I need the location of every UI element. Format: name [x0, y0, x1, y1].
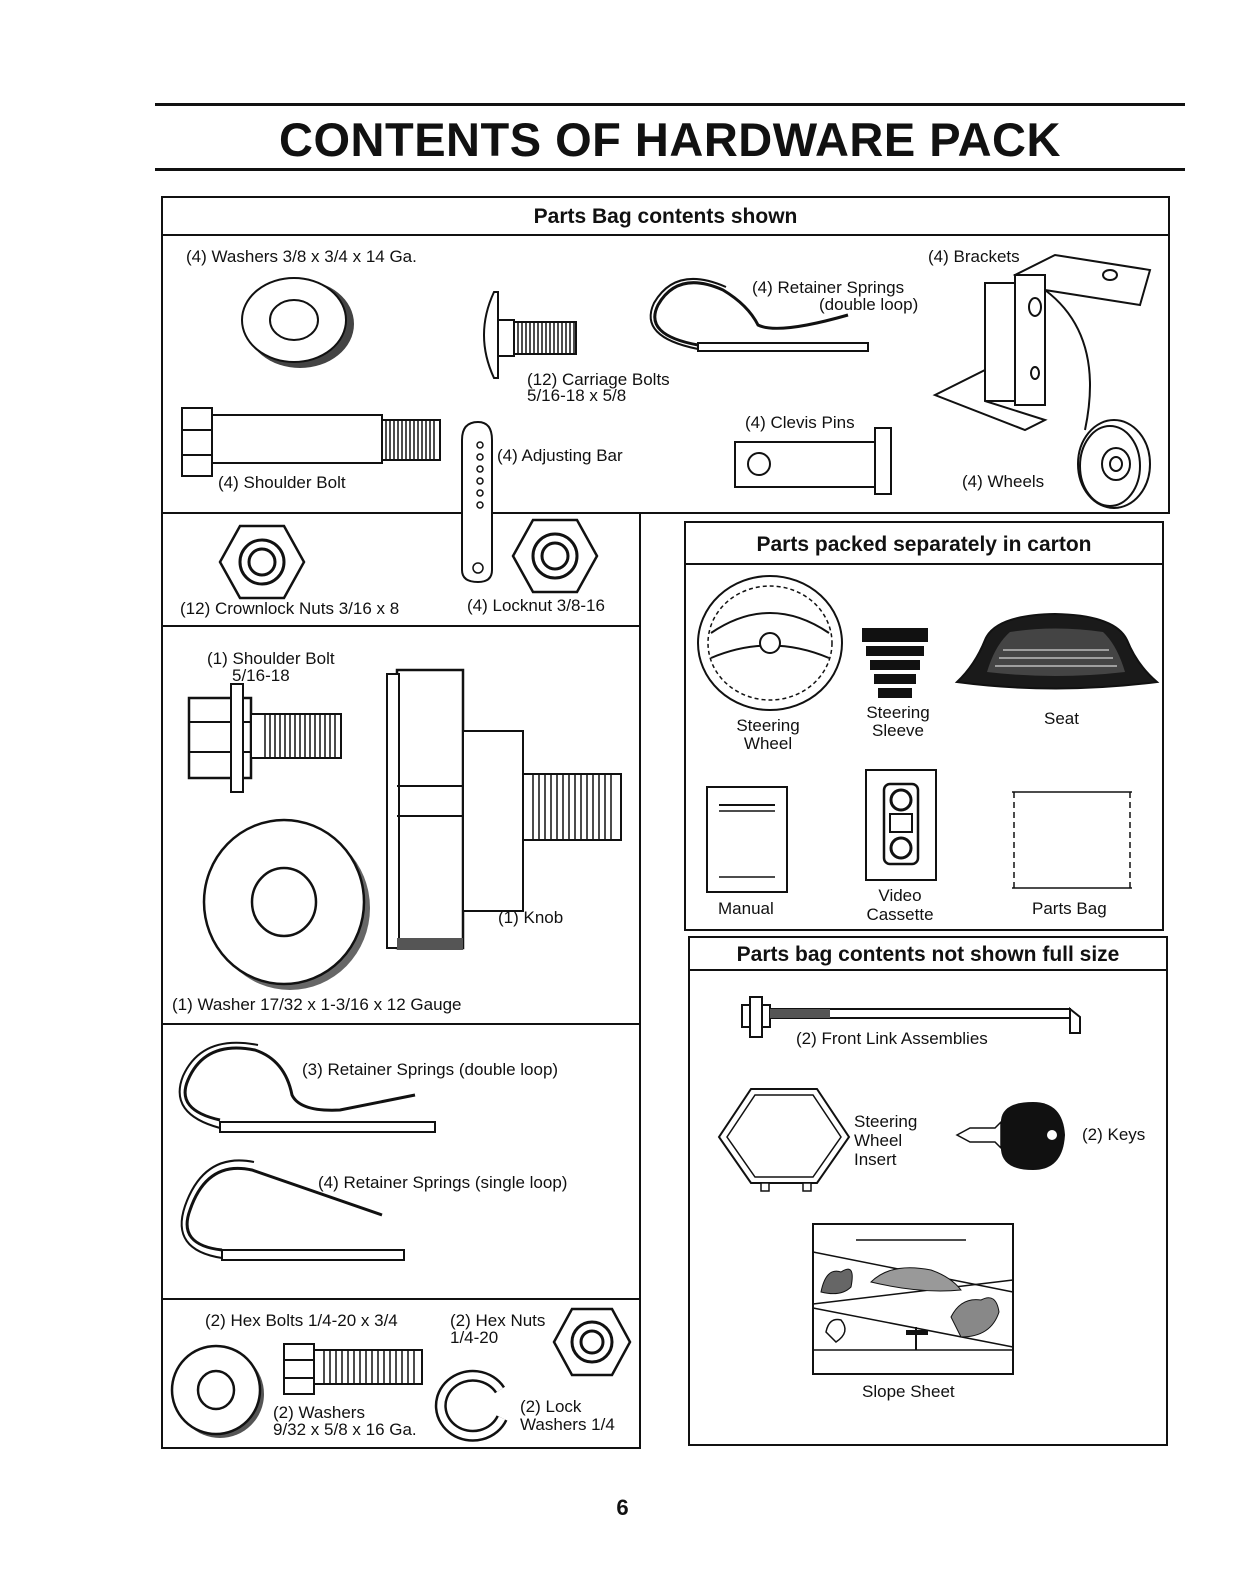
front-link-illustration — [741, 996, 1081, 1038]
steering-wheel-illustration — [697, 575, 843, 711]
clevis-pins-label: (4) Clevis Pins — [745, 413, 855, 432]
knob-illustration — [386, 668, 622, 950]
left-column-box — [161, 512, 641, 1449]
slope-sheet-label: Slope Sheet — [862, 1382, 955, 1401]
wheels-label: (4) Wheels — [962, 472, 1045, 491]
page-title: CONTENTS OF HARDWARE PACK — [279, 113, 1061, 166]
carriage-bolt-illustration — [483, 291, 577, 379]
large-washer-illustration — [202, 818, 370, 990]
insert-label-1: Steering — [854, 1112, 918, 1131]
single-washer-label: (1) Washer 17/32 x 1-3/16 x 12 Gauge — [172, 995, 462, 1014]
hex-nuts-size: 1/4-20 — [450, 1328, 499, 1347]
front-link-label: (2) Front Link Assemblies — [796, 1029, 988, 1048]
steering-sleeve-label-2: Sleeve — [872, 721, 924, 740]
not-full-size-header: Parts bag contents not shown full size — [736, 943, 1120, 966]
parts-bag-label: Parts Bag — [1032, 899, 1107, 918]
parts-bag-box — [161, 196, 1170, 514]
left-divider-1 — [161, 625, 641, 627]
clevis-pin-illustration — [734, 427, 892, 495]
hex-nut-illustration — [552, 1307, 632, 1377]
hex-bolt-illustration — [283, 1343, 423, 1395]
crownlock-nuts-label: (12) Crownlock Nuts 3/16 x 8 — [180, 599, 400, 618]
lock-washers-label: (2) Lock — [520, 1397, 582, 1416]
wheel-illustration — [1077, 419, 1151, 509]
single-loop-springs-label: (4) Retainer Springs (single loop) — [318, 1173, 568, 1192]
adjusting-bar-label: (4) Adjusting Bar — [497, 446, 623, 465]
manual-illustration — [706, 786, 788, 893]
locknut-label: (4) Locknut 3/8-16 — [467, 596, 605, 615]
video-label: Video — [878, 886, 922, 905]
manual-label: Manual — [718, 899, 774, 918]
keys-label: (2) Keys — [1082, 1125, 1146, 1144]
carton-header: Parts packed separately in carton — [756, 533, 1092, 556]
retainer-spring-illustration — [649, 278, 869, 352]
hex-bolts-label: (2) Hex Bolts 1/4-20 x 3/4 — [205, 1311, 398, 1330]
crownlock-nut-illustration — [218, 524, 306, 600]
retainer-springs-label: (4) Retainer Springs — [752, 278, 905, 297]
double-loop-spring-illustration — [178, 1041, 436, 1133]
brackets-label: (4) Brackets — [928, 247, 1020, 266]
steering-wheel-insert-illustration — [717, 1088, 851, 1192]
seat-label: Seat — [1044, 709, 1079, 728]
washers-label: (4) Washers 3/8 x 3/4 x 14 Ga. — [186, 247, 417, 266]
title-rule-top — [155, 103, 1185, 106]
double-loop-springs-label: (3) Retainer Springs (double loop) — [302, 1060, 559, 1079]
carton-header-rule — [684, 563, 1164, 565]
insert-label-3: Insert — [854, 1150, 897, 1169]
insert-label-2: Wheel — [854, 1131, 903, 1150]
knob-label: (1) Knob — [498, 908, 564, 927]
shoulder-bolt-label: (4) Shoulder Bolt — [218, 473, 346, 492]
carton-box — [684, 521, 1164, 931]
single-shoulder-bolt-label: (1) Shoulder Bolt — [207, 649, 335, 668]
shoulder-bolt-illustration — [181, 407, 441, 477]
locknut-illustration — [511, 518, 599, 594]
small-washers-label: (2) Washers — [273, 1403, 365, 1422]
small-washer-illustration — [170, 1344, 264, 1438]
retainer-springs-sub: (double loop) — [819, 295, 919, 314]
parts-bag-header: Parts Bag contents shown — [533, 205, 798, 228]
steering-sleeve-illustration — [862, 628, 928, 698]
lock-washers-size: Washers 1/4 — [520, 1415, 615, 1434]
right-column-left-border — [639, 512, 641, 520]
slope-sheet-illustration — [812, 1223, 1014, 1375]
single-shoulder-bolt-illustration — [187, 683, 342, 793]
parts-bag-header-rule — [161, 234, 1170, 236]
washer-illustration — [241, 277, 354, 368]
parts-bag-illustration — [1012, 791, 1132, 889]
carriage-bolts-label: (12) Carriage Bolts — [527, 370, 670, 389]
lock-washer-illustration — [434, 1369, 508, 1442]
left-divider-3 — [161, 1298, 641, 1300]
not-full-size-box — [688, 936, 1168, 1446]
carriage-bolts-size: 5/16-18 x 5/8 — [527, 386, 627, 405]
video-label-2: Cassette — [866, 905, 934, 924]
not-full-size-header-rule — [688, 969, 1168, 971]
single-loop-spring-illustration — [180, 1159, 405, 1261]
brackets-illustration — [932, 253, 1152, 432]
steering-wheel-label-2: Wheel — [743, 734, 793, 753]
small-washers-size: 9/32 x 5/8 x 16 Ga. — [273, 1420, 417, 1439]
steering-wheel-label: Steering — [736, 716, 800, 735]
single-shoulder-bolt-size: 5/16-18 — [232, 666, 290, 685]
video-cassette-illustration — [865, 769, 937, 881]
key-illustration — [955, 1102, 1065, 1170]
page-number: 6 — [616, 1495, 629, 1520]
hex-nuts-label: (2) Hex Nuts — [450, 1311, 546, 1330]
title-rule-bottom — [155, 168, 1185, 171]
left-divider-2 — [161, 1023, 641, 1025]
adjusting-bar-illustration — [461, 420, 493, 584]
seat-illustration — [954, 612, 1160, 690]
steering-sleeve-label: Steering — [866, 703, 930, 722]
